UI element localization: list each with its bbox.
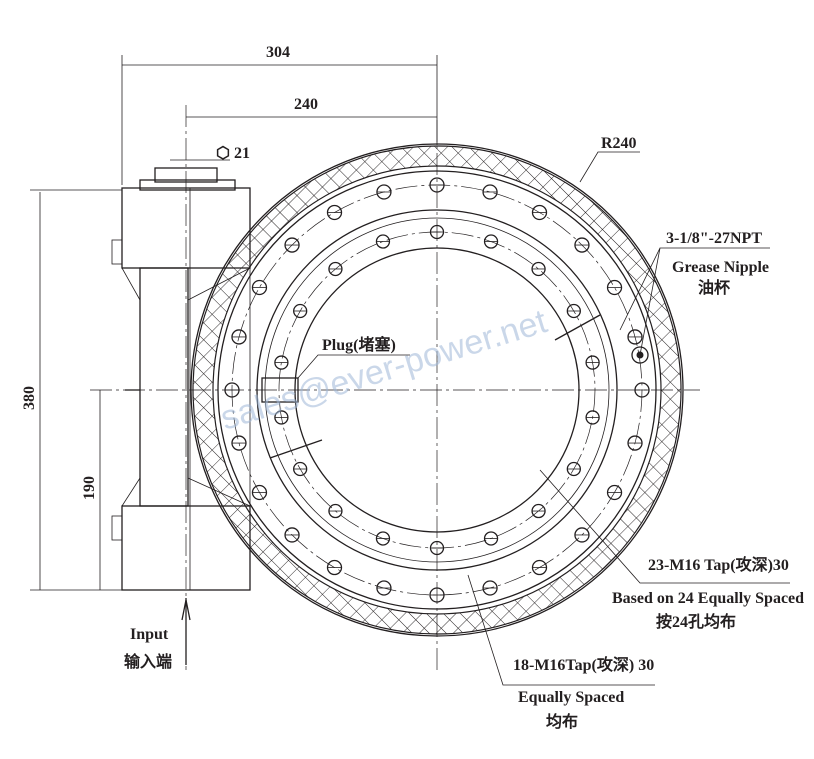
dim-radius: R240 bbox=[601, 135, 637, 152]
plug-icon bbox=[261, 377, 299, 403]
tap18-label: 18-M16Tap(攻深) 30 bbox=[513, 655, 654, 674]
tap18-note: Equally Spaced bbox=[518, 689, 624, 706]
dim-height: 380 bbox=[21, 386, 38, 410]
input-label-cn: 输入端 bbox=[124, 652, 172, 671]
tap23-label: 23-M16 Tap(攻深)30 bbox=[648, 555, 789, 574]
dim-center-offset: 240 bbox=[294, 96, 318, 113]
hatched-ring bbox=[192, 145, 682, 635]
grease-nipple-label-cn: 油杯 bbox=[698, 278, 731, 297]
grease-spec: 3-1/8"-27NPT bbox=[666, 230, 762, 247]
side-view-housing bbox=[111, 105, 251, 670]
tap18-note-cn: 均布 bbox=[546, 712, 578, 731]
plug-label: Plug(堵塞) bbox=[322, 335, 396, 354]
stud-icon bbox=[554, 314, 601, 341]
hex-icon: ⬡ bbox=[216, 145, 230, 162]
tap23-note-cn: 按24孔均布 bbox=[656, 612, 736, 631]
grease-nipple-label: Grease Nipple bbox=[672, 259, 769, 276]
dim-half-height: 190 bbox=[81, 476, 98, 500]
dimension-lines bbox=[30, 55, 790, 686]
grease-nipple-icon bbox=[631, 346, 649, 364]
input-label: Input bbox=[130, 626, 169, 643]
dim-hex: 21 bbox=[234, 145, 250, 162]
tap23-note: Based on 24 Equally Spaced bbox=[612, 590, 804, 607]
dim-overall-width: 304 bbox=[266, 44, 290, 61]
front-view bbox=[90, 120, 700, 672]
stud-icon bbox=[269, 439, 323, 459]
